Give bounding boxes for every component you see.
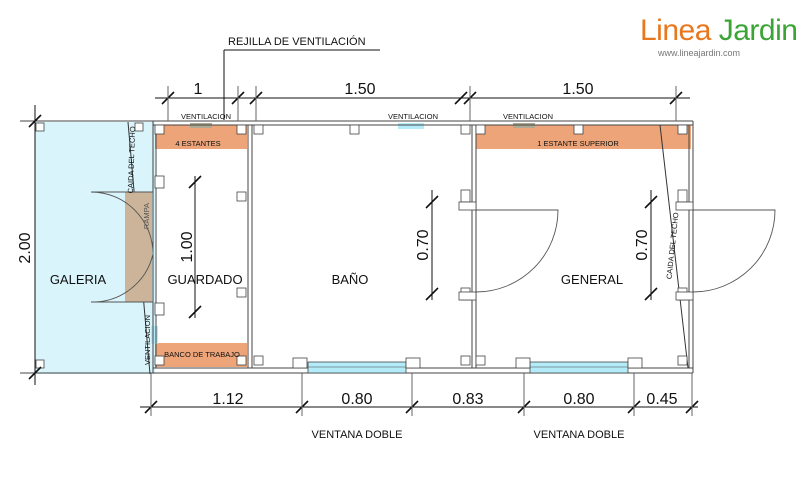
- door-gallery-upper: [90, 191, 154, 255]
- label-vent-bano: VENTILACION: [388, 112, 438, 121]
- label-rampa: RAMPA: [142, 203, 151, 229]
- dim-bottom-080a: 0.80: [341, 391, 372, 408]
- ramp: [125, 192, 152, 302]
- dim-top-150a: 1.50: [344, 81, 375, 98]
- vent-bano: [398, 123, 424, 129]
- label-caida-techo-general: CAIDA DEL TECHO: [665, 212, 681, 280]
- label-general: GENERAL: [561, 272, 623, 287]
- dim-inner-070b: 0.70: [634, 229, 651, 260]
- window-bano: [307, 361, 407, 374]
- dim-top-150b: 1.50: [562, 81, 593, 98]
- dimension-lines: [28, 49, 699, 416]
- door-bano: [475, 209, 559, 293]
- logo-url: www.lineajardin.com: [658, 48, 741, 58]
- dim-left-200: 2.00: [17, 232, 34, 263]
- roof-drop-right: [659, 124, 689, 369]
- label-estante-superior: 1 ESTANTE SUPERIOR: [537, 139, 619, 148]
- dim-top-1: 1: [194, 81, 203, 98]
- dim-bottom-083: 0.83: [452, 391, 483, 408]
- label-ventana-doble-bano: VENTANA DOBLE: [312, 429, 403, 441]
- label-bano: BAÑO: [332, 272, 369, 287]
- workbench: [155, 343, 247, 367]
- label-banco-trabajo: BANCO DE TRABAJO: [164, 350, 240, 359]
- dim-inner-100: 1.00: [179, 231, 196, 262]
- brand-logo: Linea Jardin www.lineajardin.com: [640, 14, 798, 64]
- label-rejilla: REJILLA DE VENTILACIÓN: [228, 35, 366, 48]
- dim-inner-070a: 0.70: [415, 229, 432, 260]
- label-vent-general: VENTILACION: [503, 112, 553, 121]
- window-general: [529, 361, 629, 374]
- dim-bottom-045: 0.45: [646, 391, 677, 408]
- logo-linea: Linea: [640, 14, 711, 47]
- logo-jardin: Jardin: [718, 14, 798, 47]
- label-ventana-doble-general: VENTANA DOBLE: [534, 429, 625, 441]
- label-vent-guardado: VENTILACION: [181, 112, 231, 121]
- dim-bottom-112: 1.12: [212, 391, 243, 408]
- door-gallery-lower: [90, 253, 154, 303]
- columns: [35, 122, 694, 369]
- shelf-estante-superior: [476, 125, 691, 149]
- label-guardado: GUARDADO: [167, 272, 242, 287]
- dim-bottom-080b: 0.80: [563, 391, 594, 408]
- vent-gallery-side: [151, 326, 158, 344]
- door-general: [692, 209, 776, 293]
- label-galeria: GALERIA: [50, 272, 107, 287]
- shelf-4-estantes: [155, 125, 247, 149]
- label-4-estantes: 4 ESTANTES: [175, 139, 220, 148]
- label-caida-techo-gallery: CAIDA DEL TECHO: [126, 126, 137, 194]
- label-ventilacion-side: VENTILACION: [143, 315, 152, 365]
